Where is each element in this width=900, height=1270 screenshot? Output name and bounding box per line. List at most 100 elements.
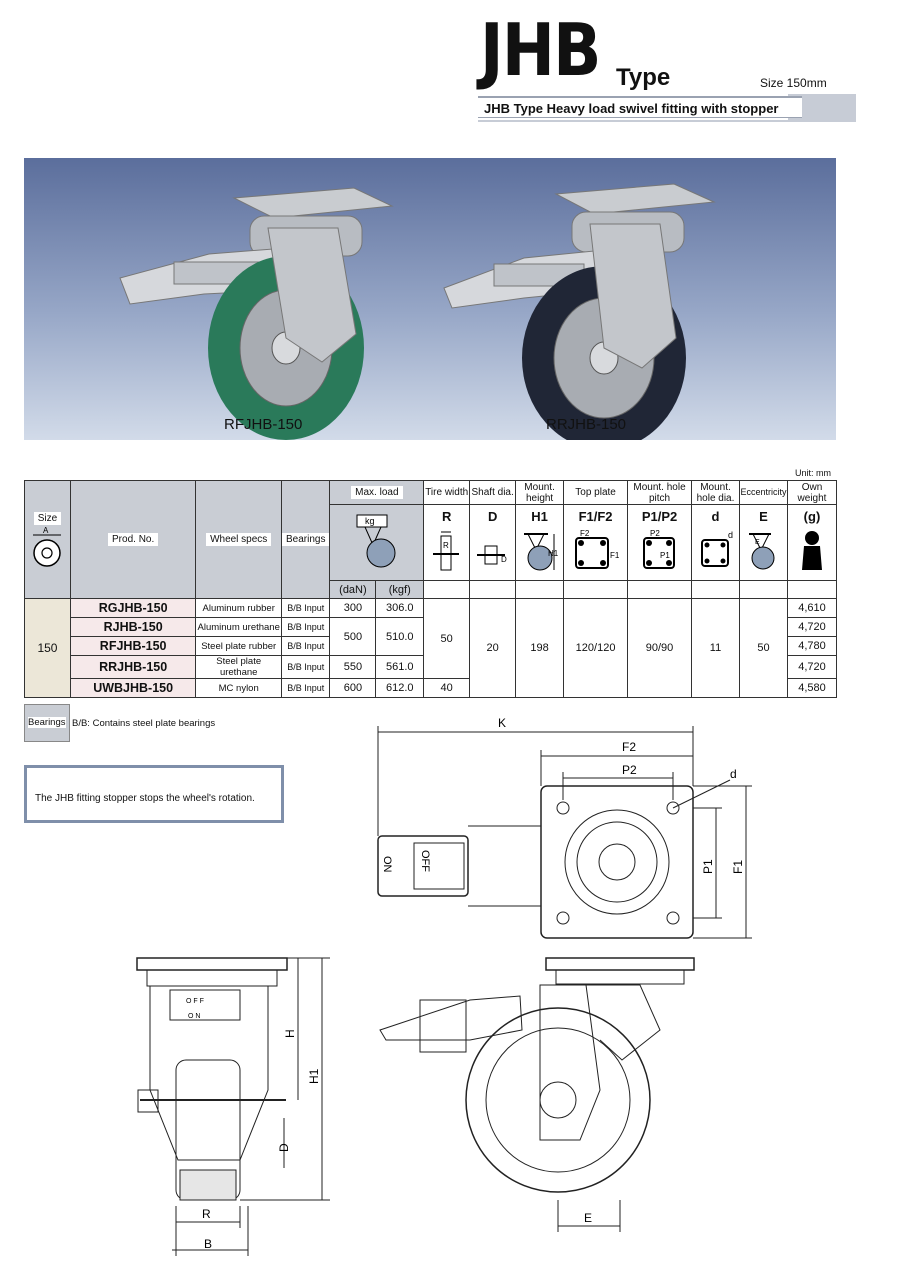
- table-row: UWBJHB-150 MC nylon B/B Input 600 612.0 …: [25, 678, 838, 698]
- caster-illustrations: [119, 183, 716, 440]
- top-plate-icon: F2 F1: [574, 529, 620, 569]
- max-load-icon-cell: kg: [329, 504, 425, 581]
- tire-width-value: 50: [423, 598, 471, 679]
- svg-text:R: R: [443, 541, 449, 550]
- type-word: Type: [616, 64, 671, 91]
- prod-no: RFJHB-150: [69, 636, 197, 656]
- unit-label: Unit: mm: [795, 468, 831, 478]
- load-icon: kg: [356, 514, 396, 568]
- page-title: JHB: [480, 8, 601, 92]
- eccentricity-icon: E: [749, 532, 775, 569]
- weight-icon: [801, 530, 822, 570]
- stopper-note-box: The JHB fitting stopper stops the wheel'…: [24, 765, 284, 823]
- size-symbol: A: [43, 526, 49, 535]
- table-row: 150 RGJHB-150 Aluminum rubber B/B Input …: [24, 598, 838, 698]
- dim-P1: P1: [701, 859, 715, 874]
- dim-P2: P2: [622, 763, 637, 777]
- photo-label-left: RFJHB-150: [224, 416, 303, 433]
- header-mount-height: Mount. height: [515, 480, 565, 505]
- bearing: B/B Input: [281, 655, 331, 679]
- shaft-icon: D: [476, 545, 507, 564]
- photo-label-right: RRJHB-150: [546, 416, 627, 433]
- front-view-drawing: [136, 957, 330, 1256]
- hole-dia-icon: d: [700, 530, 733, 567]
- load-dan: 600: [329, 678, 377, 698]
- tire-width-icon: R: [432, 531, 459, 570]
- prod-no: UWBJHB-150: [69, 678, 197, 698]
- weight-value: 4,720: [786, 655, 838, 679]
- label-on: ON: [381, 856, 393, 873]
- small-off-label: O F F: [186, 998, 204, 1005]
- spec-table: Size A Prod. No. Wheel specs Bearings Ma…: [24, 480, 838, 698]
- header-tire-width: Tire width: [423, 480, 471, 505]
- bearings-note-text: B/B: Contains steel plate bearings: [72, 718, 216, 729]
- side-view-drawing: [379, 957, 695, 1232]
- weight-value: 4,610: [786, 598, 838, 618]
- tire-width-value: 40: [423, 678, 471, 698]
- size-diagram-icon: A: [33, 526, 62, 567]
- header-mount-hole-pitch: Mount. hole pitch: [627, 480, 693, 505]
- svg-text:D: D: [501, 555, 507, 564]
- svg-text:E: E: [755, 539, 760, 546]
- dim-H: H: [283, 1029, 297, 1038]
- table-row: RFJHB-150 Steel plate rubber B/B Input 4…: [25, 636, 838, 656]
- product-photo-banner: RFJHB-150 RRJHB-150: [24, 158, 836, 440]
- header-own-weight: Own weight: [786, 480, 838, 505]
- subtitle-box: JHB Type Heavy load swivel fitting with …: [478, 96, 802, 118]
- weight-value: 4,720: [786, 617, 838, 637]
- dim-d: d: [730, 767, 737, 781]
- dim-R: R: [202, 1207, 211, 1221]
- load-kgf: 510.0: [375, 617, 425, 656]
- prod-no: RGJHB-150: [69, 598, 197, 618]
- tire-width-diagram: R R: [423, 504, 471, 581]
- size-value: 150: [24, 598, 71, 698]
- hole-pitch-icon: P2 P1: [642, 529, 675, 569]
- shaft-dia-diagram: D D: [469, 504, 517, 581]
- header-kgf: (kgf): [375, 580, 425, 599]
- small-on-label: O N: [188, 1013, 200, 1020]
- subtitle-bar: JHB Type Heavy load swivel fitting with …: [478, 94, 856, 122]
- stopper-note-text: The JHB fitting stopper stops the wheel'…: [35, 793, 255, 804]
- shaft-value: 20: [469, 598, 517, 698]
- header-bearings: Bearings: [281, 480, 331, 599]
- dim-E: E: [584, 1211, 592, 1225]
- svg-text:F1: F1: [610, 551, 620, 560]
- header-size: Size A: [24, 480, 71, 599]
- kg-symbol: kg: [365, 516, 375, 526]
- header-prod-no: Prod. No.: [69, 480, 197, 599]
- header-top-plate: Top plate: [563, 480, 629, 505]
- subtitle: JHB Type Heavy load swivel fitting with …: [484, 101, 779, 116]
- hole-pitch-diagram: P1/P2 P2 P1: [627, 504, 693, 581]
- size-label: Size 150mm: [760, 76, 827, 90]
- dim-F1: F1: [731, 860, 745, 874]
- table-row: RRJHB-150 Steel plate urethane B/B Input…: [25, 655, 838, 679]
- dim-H1: H1: [307, 1068, 321, 1084]
- label-off: OFF: [419, 850, 431, 872]
- caster-image-left: [119, 187, 394, 440]
- top-plate-diagram: F1/F2 F2 F1: [563, 504, 629, 581]
- top-view-drawing: [377, 726, 752, 939]
- header-max-load: Max. load: [329, 480, 425, 505]
- wheel-spec: MC nylon: [195, 678, 283, 698]
- svg-text:H1: H1: [548, 549, 559, 558]
- ecc-value: 50: [738, 598, 788, 698]
- prod-no: RRJHB-150: [69, 655, 197, 679]
- size-header-label: Size: [33, 511, 62, 525]
- hole-value: 11: [691, 598, 740, 698]
- weight-value: 4,580: [786, 678, 838, 698]
- weight-diagram: (g): [786, 504, 838, 581]
- dim-K: K: [498, 716, 506, 730]
- caster-image-right: [443, 183, 716, 440]
- bearings-note-label: Bearings: [24, 704, 70, 742]
- eccentricity-diagram: E E: [738, 504, 788, 581]
- svg-text:F2: F2: [580, 529, 590, 538]
- svg-text:P1: P1: [660, 551, 670, 560]
- dim-B: B: [204, 1237, 212, 1251]
- header-shaft-dia: Shaft dia.: [469, 480, 517, 505]
- svg-text:P2: P2: [650, 529, 660, 538]
- pitch-value: 90/90: [627, 598, 693, 698]
- load-kgf: 612.0: [375, 678, 425, 698]
- dim-D: D: [277, 1143, 291, 1152]
- svg-text:d: d: [728, 530, 733, 540]
